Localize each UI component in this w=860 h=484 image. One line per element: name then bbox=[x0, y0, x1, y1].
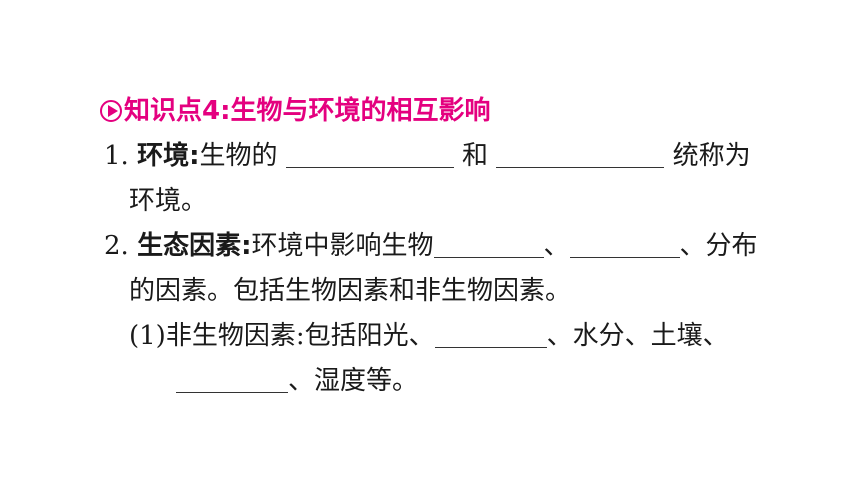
item-1-term: 环境: bbox=[137, 141, 200, 171]
item-2-term: 生态因素: bbox=[137, 231, 252, 261]
item-2-sub-1-text-2: 、水分、土壤、 bbox=[546, 321, 729, 351]
fill-blank-6[interactable] bbox=[176, 366, 288, 393]
item-1-text-4: 环境。 bbox=[129, 186, 208, 216]
fill-blank-5[interactable] bbox=[434, 321, 547, 348]
section-heading: 知识点4:生物与环境的相互影响 bbox=[100, 94, 491, 128]
item-1-line-1: 1. 环境:生物的 和 统称为 bbox=[104, 139, 751, 173]
item-2-sub-1-text-3: 、湿度等。 bbox=[288, 366, 419, 396]
item-1-text-3: 统称为 bbox=[672, 141, 751, 171]
item-1-text-2: 和 bbox=[462, 141, 489, 171]
item-2-sep-1: 、 bbox=[543, 231, 570, 261]
item-2-sub-1-text-1: 非生物因素:包括阳光、 bbox=[165, 321, 435, 351]
item-2-sub-1-label: (1) bbox=[129, 321, 166, 351]
item-2-sub-1-line-1: (1)非生物因素:包括阳光、 、水分、土壤、 bbox=[129, 319, 729, 353]
item-2-text-3: 的因素。包括生物因素和非生物因素。 bbox=[129, 276, 572, 306]
item-1-line-2: 环境。 bbox=[129, 184, 207, 218]
play-circle-icon bbox=[100, 100, 122, 122]
item-2-text-2: 、分布 bbox=[679, 231, 758, 261]
fill-blank-1[interactable] bbox=[285, 141, 454, 168]
section-heading-text: 知识点4:生物与环境的相互影响 bbox=[124, 96, 491, 126]
item-1-number: 1. bbox=[104, 141, 129, 171]
item-1-text-1: 生物的 bbox=[199, 141, 278, 171]
item-2-line-1: 2. 生态因素:环境中影响生物 、 、分布 bbox=[104, 229, 758, 263]
fill-blank-2[interactable] bbox=[496, 141, 665, 168]
fill-blank-3[interactable] bbox=[433, 231, 544, 258]
item-2-line-2: 的因素。包括生物因素和非生物因素。 bbox=[129, 274, 571, 308]
item-2-text-1: 环境中影响生物 bbox=[251, 231, 434, 261]
item-2-sub-1-line-2: 、湿度等。 bbox=[176, 364, 418, 398]
fill-blank-4[interactable] bbox=[569, 231, 680, 258]
item-2-number: 2. bbox=[104, 231, 129, 261]
